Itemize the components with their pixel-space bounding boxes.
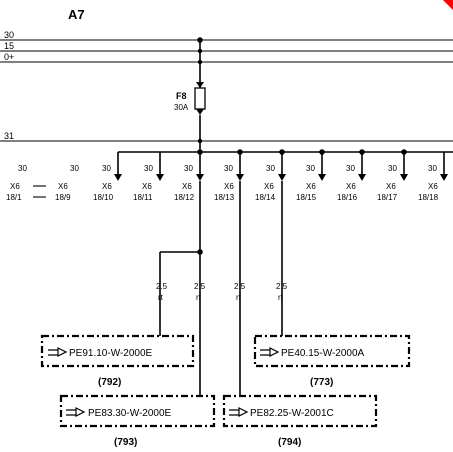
reference-box-792[interactable]: PE91.10-W-2000E <box>40 334 195 368</box>
pin-number: 18/1 <box>6 193 22 202</box>
pin-arrow <box>196 174 204 181</box>
wire-size-label: 2.5 <box>156 282 168 291</box>
connector-name: X6 <box>142 182 152 191</box>
reference-box-frame <box>222 394 378 428</box>
wire-color-label: rt <box>278 293 284 302</box>
connector-name: X6 <box>428 182 438 191</box>
corner-marker <box>443 0 453 10</box>
reference-box-frame <box>59 394 216 428</box>
reference-box-794[interactable]: PE82.25-W-2001C <box>222 394 378 428</box>
connector-name: X6 <box>386 182 396 191</box>
pin-top-label: 30 <box>428 164 437 173</box>
pin-top-label: 30 <box>388 164 397 173</box>
rail-junction-dot <box>197 37 203 43</box>
pin-top-label: 30 <box>18 164 27 173</box>
fuse-rating: 30A <box>174 103 189 112</box>
connector-name: X6 <box>182 182 192 191</box>
pin-number: 18/12 <box>174 193 195 202</box>
pin-arrow <box>358 174 366 181</box>
rail-crossing-dot <box>197 48 203 54</box>
bus-label-31: 31 <box>4 131 14 141</box>
module-title: A7 <box>68 7 85 22</box>
pin-top-label: 30 <box>266 164 275 173</box>
pin-number: 18/13 <box>214 193 235 202</box>
pin-number: 18/9 <box>55 193 71 202</box>
reference-number: (773) <box>310 377 333 388</box>
reference-text: PE40.15-W-2000A <box>281 348 365 359</box>
wire-size-label: 2.5 <box>194 282 206 291</box>
connector-name: X6 <box>10 182 20 191</box>
pointing-hand-icon <box>48 347 68 357</box>
bus-crossing-dot <box>197 138 203 144</box>
pin-top-label: 30 <box>224 164 233 173</box>
rail-label-0plus: 0+ <box>4 52 14 62</box>
connector-name: X6 <box>102 182 112 191</box>
reference-box-773[interactable]: PE40.15-W-2000A <box>253 334 411 368</box>
pin-arrow <box>440 174 448 181</box>
pin-arrow <box>114 174 122 181</box>
reference-box-frame <box>253 334 411 368</box>
reference-number: (792) <box>98 377 121 388</box>
reference-box-793[interactable]: PE83.30-W-2000E <box>59 394 216 428</box>
connector-name: X6 <box>264 182 274 191</box>
wire-color-label: rt <box>158 293 164 302</box>
fuse-name: F8 <box>176 91 187 101</box>
connector-name: X6 <box>306 182 316 191</box>
reference-text: PE82.25-W-2001C <box>250 408 334 419</box>
pin-arrow <box>236 174 244 181</box>
pointing-hand-icon <box>229 407 249 417</box>
pin-number: 18/14 <box>255 193 276 202</box>
pin-number: 18/17 <box>377 193 398 202</box>
pin-number: 18/18 <box>418 193 439 202</box>
connector-name: X6 <box>58 182 68 191</box>
fuse-symbol <box>194 87 206 110</box>
wire-junction-dot <box>197 249 203 255</box>
connector-name: X6 <box>346 182 356 191</box>
reference-box-frame <box>40 334 195 368</box>
pin-top-label: 30 <box>144 164 153 173</box>
reference-text: PE91.10-W-2000E <box>69 348 153 359</box>
pointing-hand-icon <box>260 347 280 357</box>
connector-name: X6 <box>224 182 234 191</box>
wire-color-label: rt <box>236 293 242 302</box>
pin-top-label: 30 <box>306 164 315 173</box>
wire-size-label: 2.5 <box>234 282 246 291</box>
wire-color-label: rt <box>196 293 202 302</box>
rail-label-15: 15 <box>4 41 14 51</box>
pointing-hand-icon <box>66 407 86 417</box>
pin-top-label: 30 <box>102 164 111 173</box>
reference-text: PE83.30-W-2000E <box>88 408 172 419</box>
pin-arrow <box>318 174 326 181</box>
pin-number: 18/10 <box>93 193 114 202</box>
rail-label-30: 30 <box>4 30 14 40</box>
reference-number: (793) <box>114 437 137 448</box>
pin-top-label: 30 <box>346 164 355 173</box>
pin-top-label: 30 <box>184 164 193 173</box>
pin-arrow <box>400 174 408 181</box>
fuse-terminal-arrow <box>196 109 204 115</box>
reference-number: (794) <box>278 437 301 448</box>
rail-crossing-dot <box>197 59 203 65</box>
wire-size-label: 2.5 <box>276 282 288 291</box>
pin-arrow <box>278 174 286 181</box>
pin-number: 18/15 <box>296 193 317 202</box>
pin-top-label: 30 <box>70 164 79 173</box>
fuse-terminal-arrow <box>196 82 204 88</box>
pin-arrow <box>156 174 164 181</box>
pin-number: 18/11 <box>133 193 153 202</box>
pin-number: 18/16 <box>337 193 358 202</box>
